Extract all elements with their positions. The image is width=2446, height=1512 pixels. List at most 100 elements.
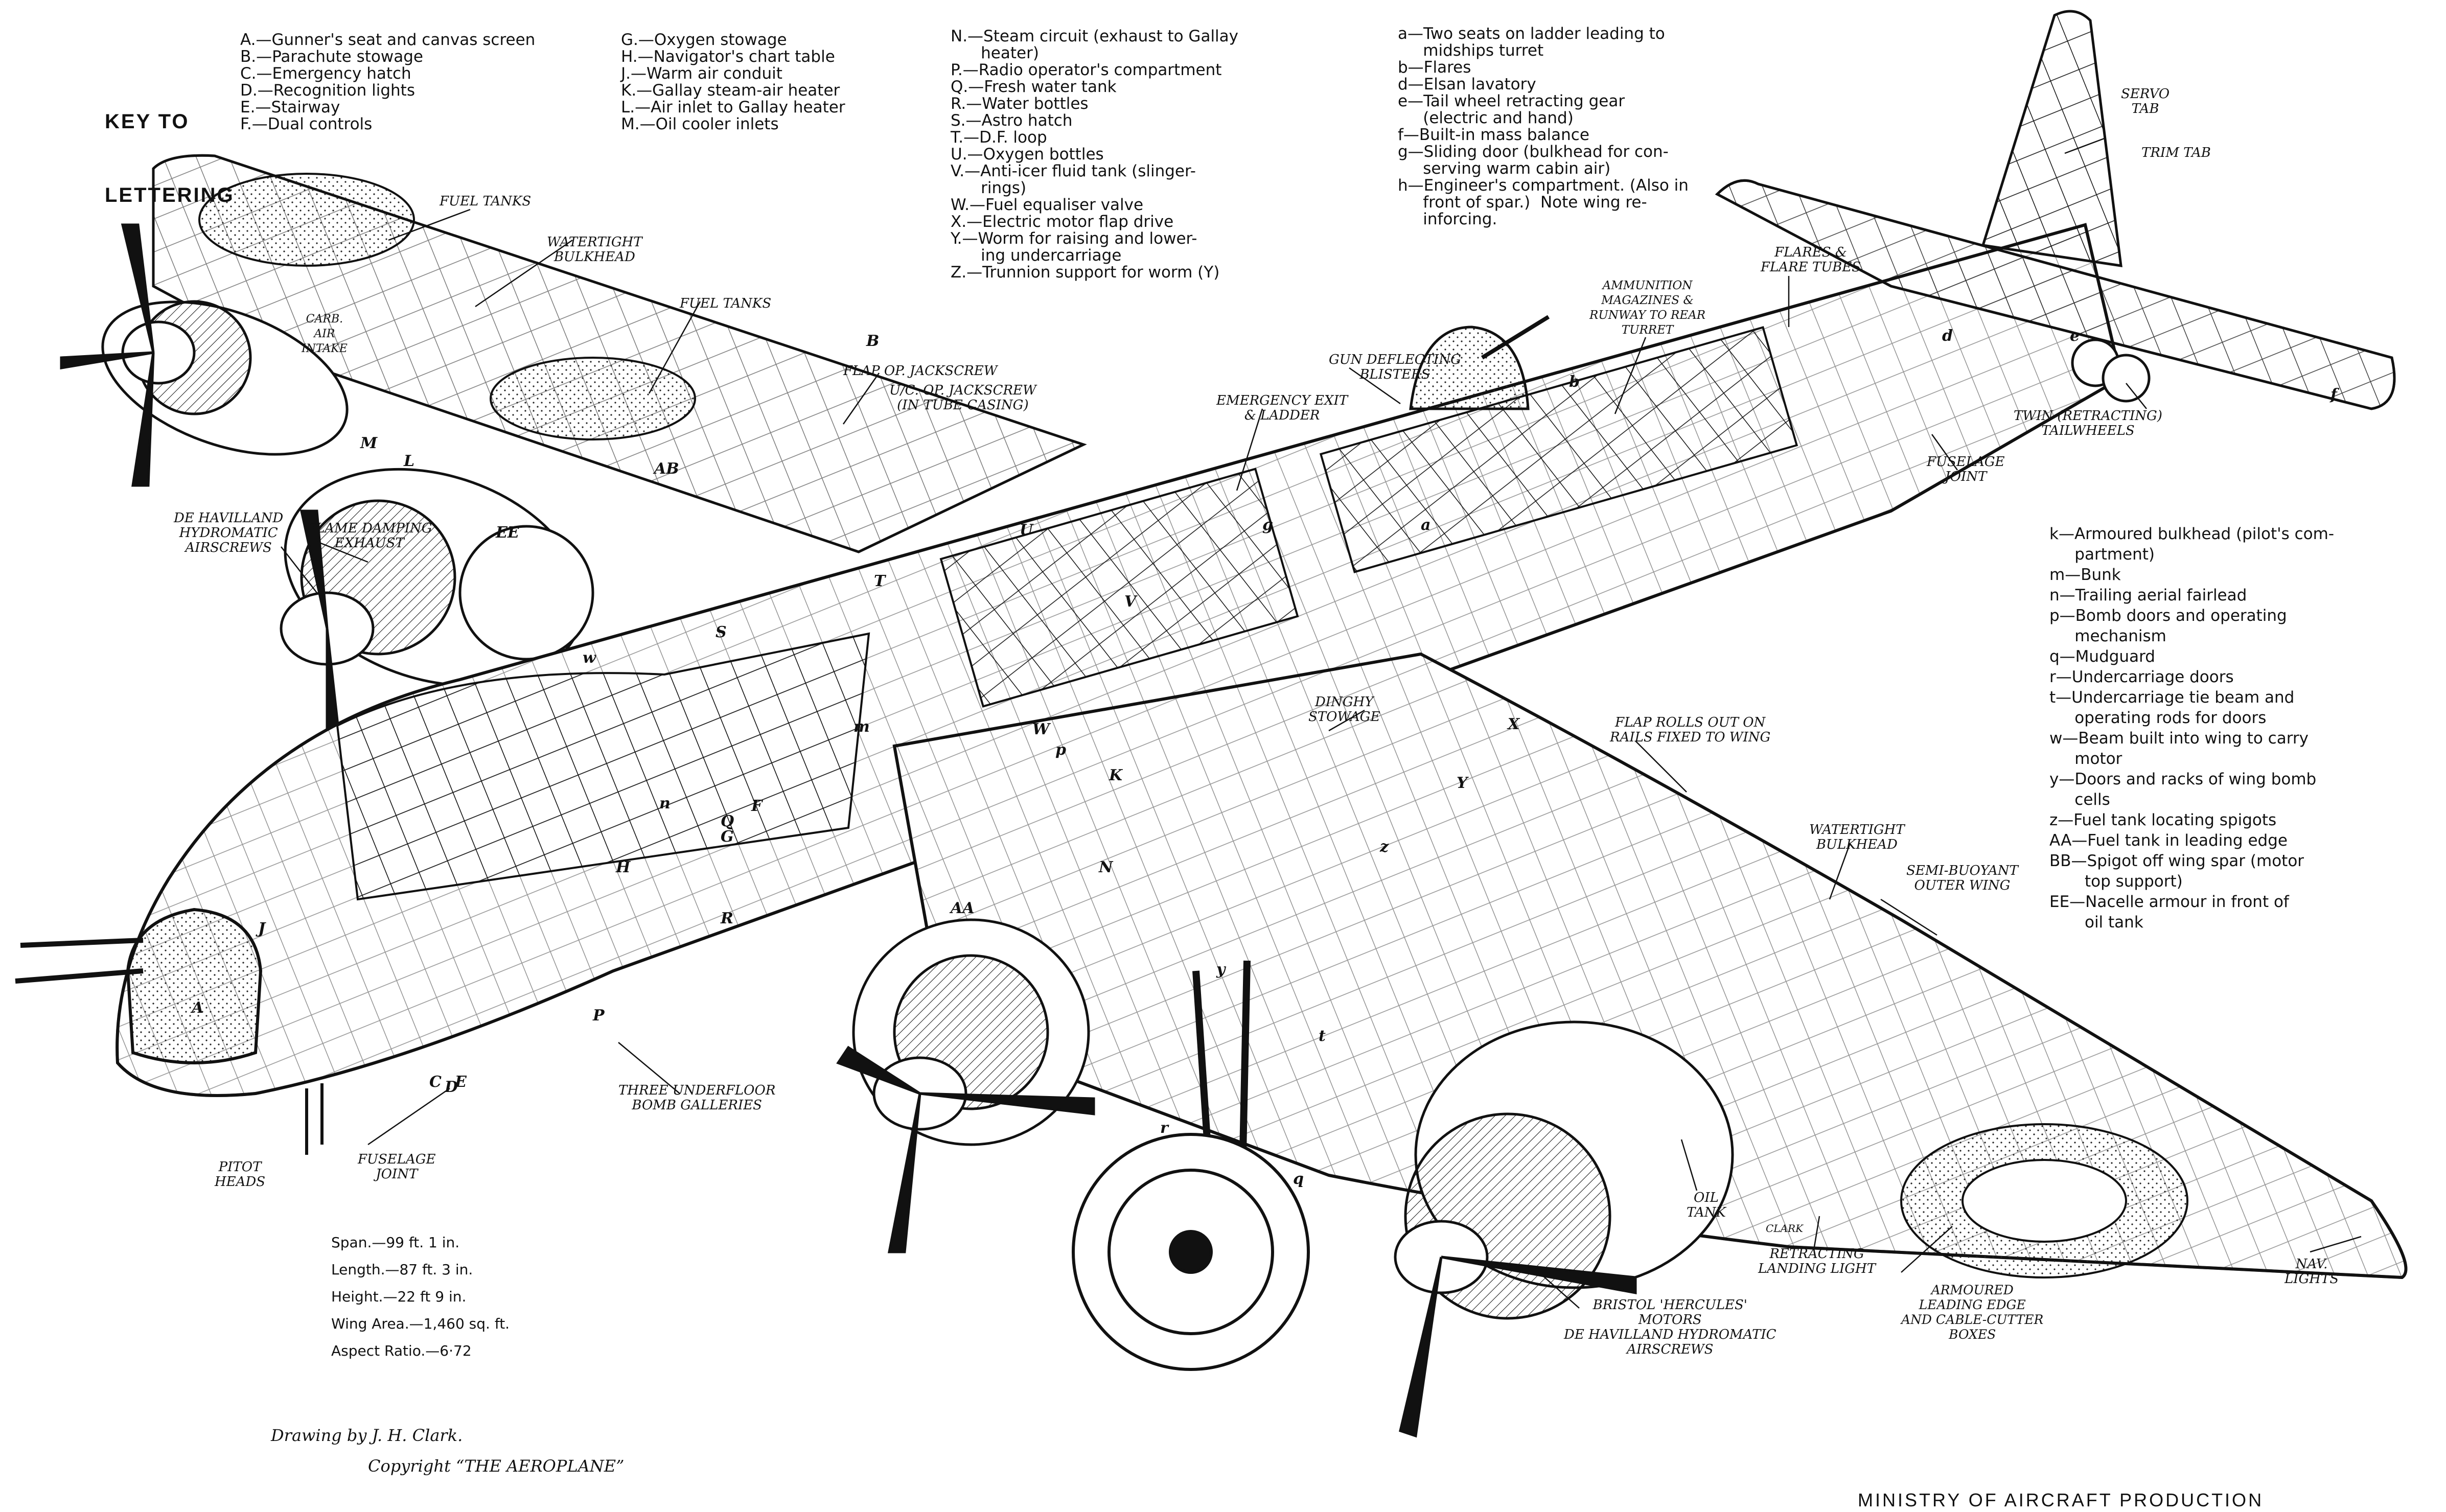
letter-T: T	[874, 572, 886, 590]
key-column-2: G.—Oxygen stowage H.—Navigator's chart t…	[621, 32, 845, 133]
label-watertight-bulkhead-starboard: WATERTIGHT BULKHEAD	[1809, 822, 1905, 852]
credit-drawing: Drawing by J. H. Clark.	[271, 1426, 463, 1445]
key-entry: F.—Dual controls	[240, 115, 373, 133]
key-title-line: LETTERING	[105, 184, 235, 206]
key-entry: T.—D.F. loop	[951, 128, 1047, 147]
letter-d: d	[1942, 327, 1953, 345]
label-ammunition-magazines: AMMUNITION MAGAZINES & RUNWAY TO REAR TU…	[1589, 279, 1706, 337]
key-entry: m—Bunk	[2049, 566, 2121, 584]
key-entry: b—Flares	[1398, 58, 1471, 77]
key-entry: midships turret	[1398, 41, 1544, 60]
letter-y: y	[1216, 961, 1226, 979]
label-pitot-heads: PITOT HEADS	[215, 1159, 266, 1190]
key-entry: E.—Stairway	[240, 98, 340, 117]
key-column-4: a—Two seats on ladder leading to midship…	[1398, 26, 1689, 228]
key-title: KEY TO LETTERING	[105, 60, 235, 232]
letter-G: G	[721, 828, 734, 846]
key-entry: BB—Spigot off wing spar (motor	[2049, 852, 2304, 870]
letter-P: P	[593, 1007, 605, 1025]
key-entry: top support)	[2049, 872, 2183, 891]
letter-M: M	[360, 434, 378, 452]
credit-copyright: Copyright “THE AEROPLANE”	[368, 1456, 625, 1476]
key-entry: J.—Warm air conduit	[621, 64, 782, 83]
key-entry: ing undercarriage	[951, 246, 1122, 265]
key-entry: k—Armoured bulkhead (pilot's com-	[2049, 525, 2335, 543]
letter-AA: AA	[951, 899, 975, 917]
key-entry: z—Fuel tank locating spigots	[2049, 811, 2277, 829]
key-column-1: A.—Gunner's seat and canvas screen B.—Pa…	[240, 32, 535, 133]
label-twin-tailwheels: TWIN (RETRACTING) TAILWHEELS	[2014, 408, 2162, 438]
letter-a: a	[1421, 516, 1431, 534]
key-entry: H.—Navigator's chart table	[621, 48, 835, 66]
key-entry: D.—Recognition lights	[240, 81, 415, 100]
label-retracting-landing-light: RETRACTING LANDING LIGHT	[1758, 1246, 1876, 1276]
key-entry: M.—Oil cooler inlets	[621, 115, 779, 133]
key-entry: motor	[2049, 750, 2122, 768]
letter-C: C	[429, 1073, 442, 1091]
ministry-footer: MINISTRY OF AIRCRAFT PRODUCTION	[1858, 1490, 2264, 1510]
letter-F: F	[751, 797, 763, 815]
letter-N: N	[1099, 858, 1113, 876]
key-entry: C.—Emergency hatch	[240, 64, 411, 83]
key-entry: q—Mudguard	[2049, 647, 2155, 666]
key-entry: y—Doors and racks of wing bomb	[2049, 770, 2317, 788]
label-nav-lights: NAV. LIGHTS	[2285, 1257, 2339, 1287]
midships-turret	[1409, 315, 1550, 410]
spec-span: Span.—99 ft. 1 in.	[331, 1234, 460, 1251]
key-entry: X.—Electric motor flap drive	[951, 213, 1174, 231]
letter-L: L	[404, 452, 415, 470]
letter-H: H	[616, 858, 631, 876]
key-entry: AA—Fuel tank in leading edge	[2049, 831, 2288, 850]
letter-D: D	[445, 1078, 458, 1096]
label-dinghy-stowage: DINGHY STOWAGE	[1308, 694, 1380, 725]
port-inner-engine	[280, 468, 594, 768]
nose-turret	[15, 908, 263, 1064]
key-entry: cells	[2049, 790, 2110, 809]
label-gun-blisters: GUN DEFLECTING BLISTERS	[1329, 352, 1461, 382]
letter-Q: Q	[721, 812, 734, 830]
label-emergency-exit: EMERGENCY EXIT & LADDER	[1216, 393, 1348, 423]
spec-wing-area: Wing Area.—1,460 sq. ft.	[331, 1315, 510, 1332]
letter-J: J	[258, 920, 266, 938]
key-entry: K.—Gallay steam-air heater	[621, 81, 840, 100]
key-entry: serving warm cabin air)	[1398, 159, 1611, 178]
letter-n: n	[659, 795, 671, 812]
key-entry: operating rods for doors	[2049, 709, 2267, 727]
letter-b: b	[1569, 373, 1580, 391]
pitot-heads	[305, 1083, 324, 1155]
fuselage	[116, 223, 2123, 1097]
spec-height: Height.—22 ft 9 in.	[331, 1288, 467, 1305]
key-entry: EE—Nacelle armour in front of	[2049, 893, 2289, 911]
key-entry: h—Engineer's compartment. (Also in	[1398, 176, 1689, 195]
label-clark-signature: CLARK	[1766, 1222, 1804, 1235]
label-fuselage-joint-front: FUSELAGE JOINT	[358, 1152, 436, 1182]
letter-z: z	[1380, 838, 1389, 856]
key-entry: A.—Gunner's seat and canvas screen	[240, 31, 536, 49]
key-entry: a—Two seats on ladder leading to	[1398, 25, 1665, 43]
label-watertight-bulkhead-port: WATERTIGHT BULKHEAD	[547, 235, 642, 265]
letter-S: S	[716, 623, 727, 641]
label-flap-rolls: FLAP ROLLS OUT ON RAILS FIXED TO WING	[1610, 715, 1771, 745]
label-airscrews-port: DE HAVILLAND HYDROMATIC AIRSCREWS	[174, 510, 284, 555]
letter-A: A	[192, 999, 204, 1017]
spec-aspect-ratio: Aspect Ratio.—6·72	[331, 1342, 472, 1359]
letter-AB: AB	[654, 460, 679, 478]
main-undercarriage	[1072, 960, 1310, 1371]
key-column-3: N.—Steam circuit (exhaust to Gallay heat…	[951, 28, 1238, 281]
tail-unit	[1715, 10, 2396, 410]
letter-E: E	[455, 1073, 467, 1091]
key-entry: d—Elsan lavatory	[1398, 75, 1536, 94]
key-entry: P.—Radio operator's compartment	[951, 61, 1222, 79]
label-underfloor-bomb-galleries: THREE UNDERFLOOR BOMB GALLERIES	[618, 1083, 776, 1113]
spec-length: Length.—87 ft. 3 in.	[331, 1261, 473, 1278]
key-entry: e—Tail wheel retracting gear	[1398, 92, 1625, 110]
label-trim-tab: TRIM TAB	[2141, 145, 2211, 160]
key-entry: t—Undercarriage tie beam and	[2049, 688, 2295, 707]
letter-t: t	[1319, 1027, 1326, 1045]
starboard-wing	[892, 652, 2408, 1280]
key-entry: partment)	[2049, 545, 2155, 564]
letter-e: e	[2070, 327, 2080, 345]
key-entry: R.—Water bottles	[951, 95, 1089, 113]
label-armoured-leading-edge: ARMOURED LEADING EDGE AND CABLE-CUTTER B…	[1901, 1283, 2044, 1342]
